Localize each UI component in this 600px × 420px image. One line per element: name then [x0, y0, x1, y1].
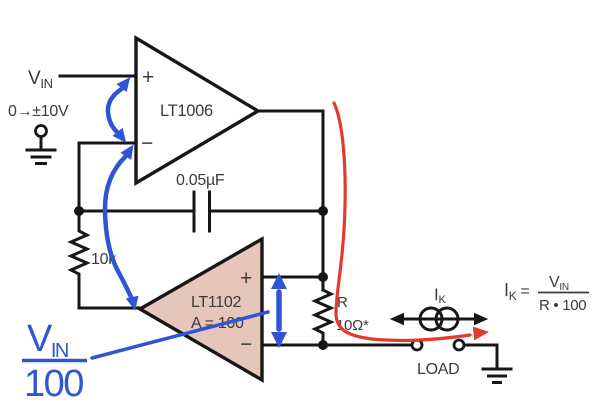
wire-to-ground [463, 343, 499, 370]
junction-bottom [318, 340, 328, 350]
current-source-circle-left [418, 306, 444, 332]
input-range-label: 0→±10V [8, 103, 69, 120]
r-sense-name-label: R [337, 294, 348, 311]
resistor-r-sense [311, 287, 335, 347]
arrow-input-pair-head-bottom [112, 127, 127, 143]
amp2-minus-sign: − [240, 333, 252, 356]
red-annotation [332, 101, 489, 343]
circuit-wires [25, 35, 513, 384]
resistor-10k [67, 209, 142, 310]
formula: IK= VIN R • 100 [504, 274, 589, 314]
blue-annotations: VIN 100 [22, 77, 287, 405]
wire-output-vertical [256, 109, 325, 292]
vin-over-100-fraction: VIN 100 [22, 318, 87, 405]
current-source-circle-right [434, 306, 460, 332]
fraction-numerator: VIN [27, 318, 68, 362]
junction-cap-output [318, 206, 328, 216]
capacitor-label: 0.05µF [176, 172, 225, 189]
formula-denominator: R • 100 [539, 297, 586, 314]
annotation-pointer-line [90, 310, 270, 360]
current-path-arrowhead [472, 326, 489, 341]
arrow-feedback-head-top [120, 144, 134, 160]
wire-inverting-input [77, 141, 138, 213]
formula-lhs: IK= [504, 280, 529, 303]
load-label: LOAD [417, 361, 459, 378]
formula-numerator: VIN [549, 274, 569, 293]
arrow-sense-voltage-head-up [271, 273, 287, 289]
arrow-feedback-head-bottom [125, 295, 139, 311]
current-arrow-left [389, 312, 404, 326]
amp1-plus-sign: + [142, 66, 154, 89]
input-terminal-circle [34, 124, 48, 138]
current-arrow-right [474, 312, 489, 326]
arrow-input-pair-head-top [116, 77, 131, 93]
load-terminal-right [452, 338, 466, 352]
opamp-lt1006 [134, 35, 262, 186]
amp2-plus-sign: + [240, 267, 252, 290]
junction-plus-input [318, 272, 328, 282]
vin-label: VIN [28, 68, 53, 91]
fraction-denominator: 100 [24, 363, 83, 405]
arrow-feedback-curve [102, 153, 134, 300]
ik-label: IK [434, 285, 446, 306]
current-path-curve [332, 101, 472, 343]
arrow-input-pair-curve [105, 85, 126, 136]
amp1-minus-sign: − [141, 132, 153, 155]
amp1-name-label: LT1006 [160, 102, 213, 120]
component-labels: VIN 0→±10V + − LT1006 0.05µF 10k + − LT1… [8, 66, 460, 378]
amp-lt1102 [136, 236, 264, 383]
junction-feedback-node [74, 206, 84, 216]
amp2-name-label: LT1102 [191, 294, 241, 311]
arrow-sense-voltage-head-down [271, 332, 287, 348]
